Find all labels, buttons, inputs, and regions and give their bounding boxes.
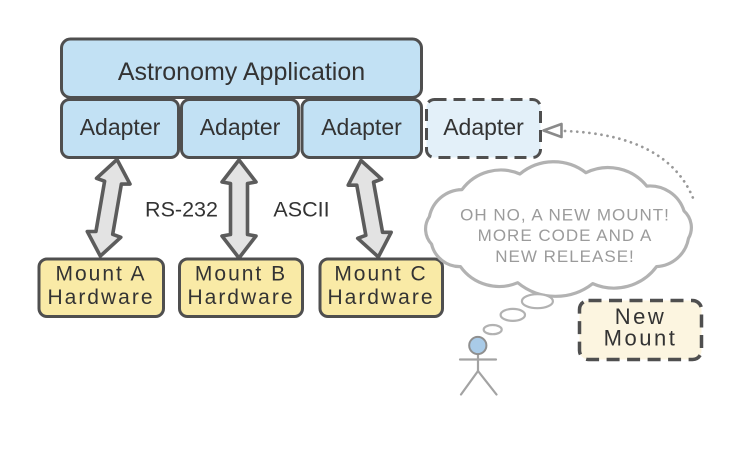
svg-text:New: New	[615, 304, 667, 329]
svg-text:Mount C: Mount C	[334, 263, 427, 286]
svg-text:OH NO, A NEW MOUNT!: OH NO, A NEW MOUNT!	[460, 206, 670, 225]
svg-text:Astronomy Application: Astronomy Application	[118, 58, 365, 86]
svg-text:Adapter: Adapter	[443, 114, 524, 140]
svg-text:RS-232: RS-232	[145, 198, 218, 222]
svg-text:Hardware: Hardware	[187, 286, 294, 309]
svg-text:Adapter: Adapter	[321, 114, 402, 140]
svg-text:Mount B: Mount B	[195, 263, 287, 286]
svg-text:ASCII: ASCII	[273, 198, 329, 222]
svg-text:Adapter: Adapter	[200, 114, 281, 140]
svg-text:Hardware: Hardware	[327, 286, 434, 309]
svg-text:Mount A: Mount A	[55, 263, 146, 286]
svg-text:MORE CODE AND A: MORE CODE AND A	[478, 226, 653, 245]
svg-text:Mount: Mount	[604, 326, 678, 351]
svg-text:NEW RELEASE!: NEW RELEASE!	[495, 247, 635, 266]
svg-text:Hardware: Hardware	[47, 286, 154, 309]
svg-text:Adapter: Adapter	[80, 114, 161, 140]
